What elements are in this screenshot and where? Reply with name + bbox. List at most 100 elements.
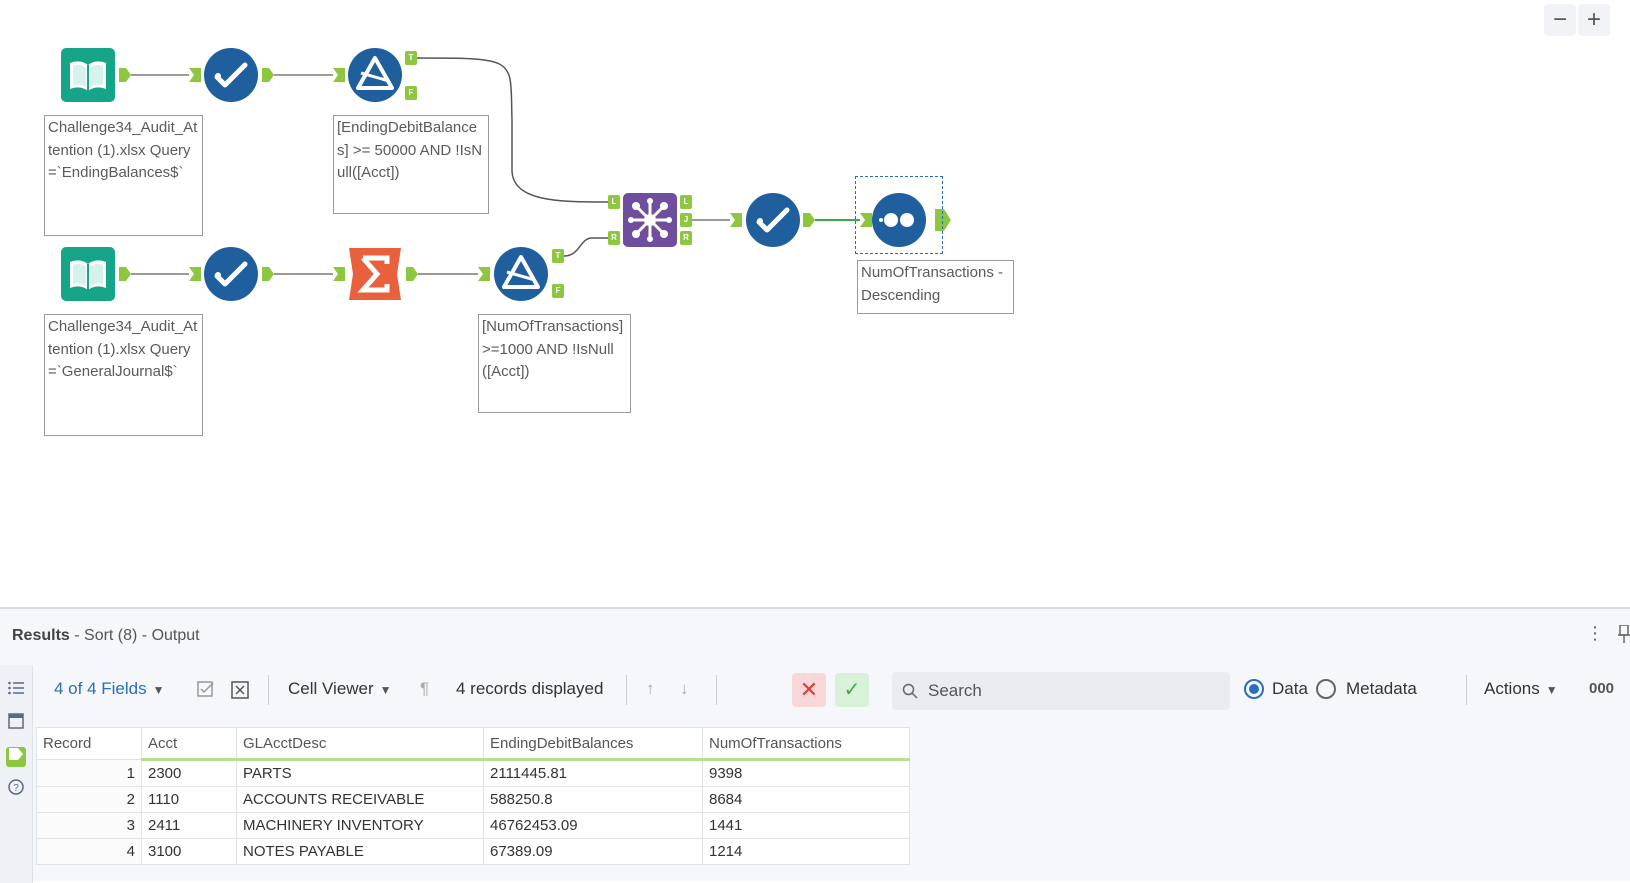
table-cell[interactable]: 1441 xyxy=(702,812,910,839)
record-cell[interactable]: 4 xyxy=(36,838,142,865)
filter-tool[interactable] xyxy=(347,47,403,103)
input-anchor[interactable] xyxy=(860,213,872,227)
cell-viewer-dropdown[interactable]: Cell Viewer▼ xyxy=(288,679,392,698)
fields-dropdown[interactable]: 4 of 4 Fields▼ xyxy=(54,679,165,698)
table-cell[interactable]: MACHINERY INVENTORY xyxy=(236,812,484,839)
table-cell[interactable]: 1110 xyxy=(141,786,237,813)
table-cell[interactable]: 2411 xyxy=(141,812,237,839)
sort-tool[interactable] xyxy=(871,192,927,248)
table-cell[interactable]: 9398 xyxy=(702,759,910,787)
input-anchor[interactable] xyxy=(333,267,345,281)
record-cell[interactable]: 2 xyxy=(36,786,142,813)
input-anchor[interactable] xyxy=(333,68,345,82)
pilcrow-icon[interactable]: ¶ xyxy=(420,679,430,698)
output-anchor[interactable] xyxy=(406,267,418,281)
arrow-up-icon[interactable]: ↑ xyxy=(646,679,655,698)
join-left-output-anchor[interactable]: L xyxy=(680,195,692,209)
input-anchor[interactable] xyxy=(730,213,742,227)
table-cell[interactable]: 3100 xyxy=(141,838,237,865)
false-anchor[interactable]: F xyxy=(552,284,564,298)
summarize-tool[interactable] xyxy=(347,246,403,302)
metadata-radio-label[interactable]: Metadata xyxy=(1346,679,1417,698)
join-network-icon xyxy=(623,193,677,247)
false-anchor[interactable]: F xyxy=(405,86,417,100)
input-data-tool[interactable] xyxy=(60,47,116,103)
table-cell[interactable]: 2300 xyxy=(141,759,237,787)
output-anchor[interactable] xyxy=(262,68,274,82)
output-anchor[interactable] xyxy=(935,209,951,231)
table-row[interactable]: 3 2411 MACHINERY INVENTORY 46762453.09 1… xyxy=(36,812,910,839)
table-cell[interactable]: NOTES PAYABLE xyxy=(236,838,484,865)
selection-box xyxy=(855,176,943,254)
checkmark-icon xyxy=(746,193,800,247)
table-row[interactable]: 1 2300 PARTS 2111445.81 9398 xyxy=(36,759,910,787)
select-tool[interactable] xyxy=(745,192,801,248)
output-anchor[interactable] xyxy=(119,267,131,281)
zoom-out-button[interactable]: − xyxy=(1544,4,1576,36)
data-radio-label[interactable]: Data xyxy=(1272,679,1308,698)
output-anchor[interactable] xyxy=(119,68,131,82)
table-cell[interactable]: PARTS xyxy=(236,759,484,787)
join-right-input-anchor[interactable]: R xyxy=(608,231,620,245)
search-placeholder: Search xyxy=(928,681,982,700)
input-data-tool[interactable] xyxy=(60,246,116,302)
sort-dots-icon xyxy=(872,193,926,247)
column-header[interactable]: EndingDebitBalances xyxy=(483,727,703,761)
table-view-icon[interactable] xyxy=(6,713,26,733)
filter-triangle-icon xyxy=(348,48,402,102)
input-anchor[interactable] xyxy=(478,267,490,281)
search-input[interactable]: Search xyxy=(892,672,1230,710)
join-left-input-anchor[interactable]: L xyxy=(608,195,620,209)
table-row[interactable]: 2 1110 ACCOUNTS RECEIVABLE 588250.8 8684 xyxy=(36,786,910,813)
input-anchor[interactable] xyxy=(189,267,201,281)
help-icon[interactable]: ? xyxy=(6,779,26,799)
table-cell[interactable]: 588250.8 xyxy=(483,786,703,813)
table-cell[interactable]: 8684 xyxy=(702,786,910,813)
results-toolbar: 4 of 4 Fields▼ Cell Viewer▼ ¶ 4 records … xyxy=(36,665,1630,713)
search-icon xyxy=(902,672,918,710)
chevron-down-icon: ▼ xyxy=(1545,683,1558,697)
table-cell[interactable]: 1214 xyxy=(702,838,910,865)
column-header[interactable]: NumOfTransactions xyxy=(702,727,910,761)
table-cell[interactable]: ACCOUNTS RECEIVABLE xyxy=(236,786,484,813)
results-tag-icon[interactable] xyxy=(6,747,26,767)
checkbox-icon[interactable] xyxy=(196,665,216,713)
metadata-radio[interactable] xyxy=(1316,679,1336,699)
select-tool[interactable] xyxy=(203,246,259,302)
record-cell[interactable]: 3 xyxy=(36,812,142,839)
join-join-output-anchor[interactable]: J xyxy=(680,213,692,227)
true-anchor[interactable]: T xyxy=(552,249,564,263)
data-radio[interactable] xyxy=(1244,679,1264,699)
record-cell[interactable]: 1 xyxy=(36,759,142,787)
number-format-button[interactable]: 000 xyxy=(1589,680,1615,697)
filter2-annotation: [NumOfTransactions]>=1000 AND !IsNull([A… xyxy=(478,314,631,413)
more-options-icon[interactable]: ⋮ xyxy=(1586,623,1604,643)
toolbar-divider xyxy=(626,675,627,705)
output-anchor[interactable] xyxy=(803,213,815,227)
join-tool[interactable] xyxy=(622,192,678,248)
connection-wires xyxy=(131,57,860,275)
workflow-canvas[interactable]: − + T F T F L R L J R xyxy=(0,0,1630,607)
true-anchor[interactable]: T xyxy=(405,51,417,65)
select-tool[interactable] xyxy=(203,47,259,103)
zoom-in-button[interactable]: + xyxy=(1578,4,1610,36)
clear-box-icon[interactable] xyxy=(230,665,250,713)
column-header[interactable]: GLAcctDesc xyxy=(236,727,484,761)
filter-tool[interactable] xyxy=(493,246,549,302)
input-anchor[interactable] xyxy=(189,68,201,82)
table-cell[interactable]: 46762453.09 xyxy=(483,812,703,839)
list-icon[interactable] xyxy=(6,681,26,701)
pin-icon[interactable] xyxy=(1618,624,1630,648)
actions-dropdown[interactable]: Actions▼ xyxy=(1484,679,1558,698)
table-cell[interactable]: 2111445.81 xyxy=(483,759,703,787)
join-right-output-anchor[interactable]: R xyxy=(680,231,692,245)
output-anchor[interactable] xyxy=(262,267,274,281)
table-cell[interactable]: 67389.09 xyxy=(483,838,703,865)
cancel-button[interactable]: ✕ xyxy=(792,673,826,707)
column-header[interactable]: Record xyxy=(36,727,142,760)
results-header: Results - Sort (8) - Output ⋮ xyxy=(0,609,1630,665)
table-row[interactable]: 4 3100 NOTES PAYABLE 67389.09 1214 xyxy=(36,838,910,865)
column-header[interactable]: Acct xyxy=(141,727,237,761)
apply-button[interactable]: ✓ xyxy=(835,673,869,707)
arrow-down-icon[interactable]: ↓ xyxy=(680,679,689,698)
